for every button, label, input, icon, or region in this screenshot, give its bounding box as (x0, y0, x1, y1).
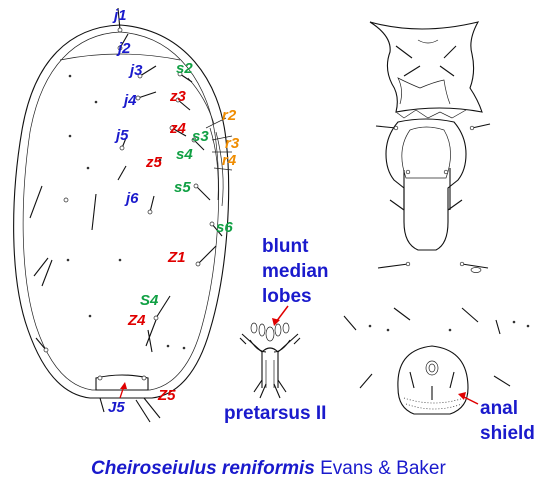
label-j6: j6 (124, 190, 139, 207)
label-j4: j4 (122, 92, 137, 109)
blunt-label-line1: blunt (262, 236, 309, 257)
ventral-shields-drawing (343, 21, 530, 415)
label-j2: j2 (116, 40, 131, 57)
label-J5: J5 (108, 399, 125, 416)
caption-species: Cheiroseiulus reniformis (91, 458, 315, 479)
figure-caption: Cheiroseiulus reniformis Evans & Baker (91, 458, 446, 479)
label-r3: r3 (225, 135, 240, 152)
label-j1: j1 (112, 7, 127, 24)
pretarsus-label: pretarsus II (224, 403, 326, 424)
label-r4: r4 (222, 152, 237, 169)
label-z3: z3 (169, 88, 187, 105)
blunt-arrow (275, 305, 289, 323)
label-r2: r2 (222, 107, 237, 124)
label-s6: s6 (216, 219, 233, 236)
caption-authority: Evans & Baker (315, 458, 447, 479)
label-s4: s4 (176, 146, 193, 163)
blunt-label-line3: lobes (262, 286, 312, 307)
label-Z5: Z5 (157, 387, 176, 404)
blunt-arrowhead (272, 318, 280, 326)
label-s3: s3 (192, 128, 209, 145)
anal-arrowhead (458, 392, 466, 400)
blunt-label-line2: median (262, 261, 329, 282)
anal-label-line1: anal (480, 398, 518, 419)
label-s2: s2 (176, 60, 193, 77)
label-s5: s5 (174, 179, 191, 196)
dorsal-shield-drawing (13, 7, 233, 423)
label-z4: z4 (169, 120, 187, 137)
pretarsus-drawing (239, 322, 301, 399)
label-Z1: Z1 (167, 249, 186, 266)
label-S4: S4 (140, 292, 159, 309)
label-z5: z5 (145, 154, 163, 171)
label-j5: j5 (114, 127, 129, 144)
label-Z4: Z4 (127, 312, 146, 329)
label-j3: j3 (128, 62, 143, 79)
J5-arrowhead (120, 382, 127, 389)
anal-label-line2: shield (480, 423, 535, 444)
